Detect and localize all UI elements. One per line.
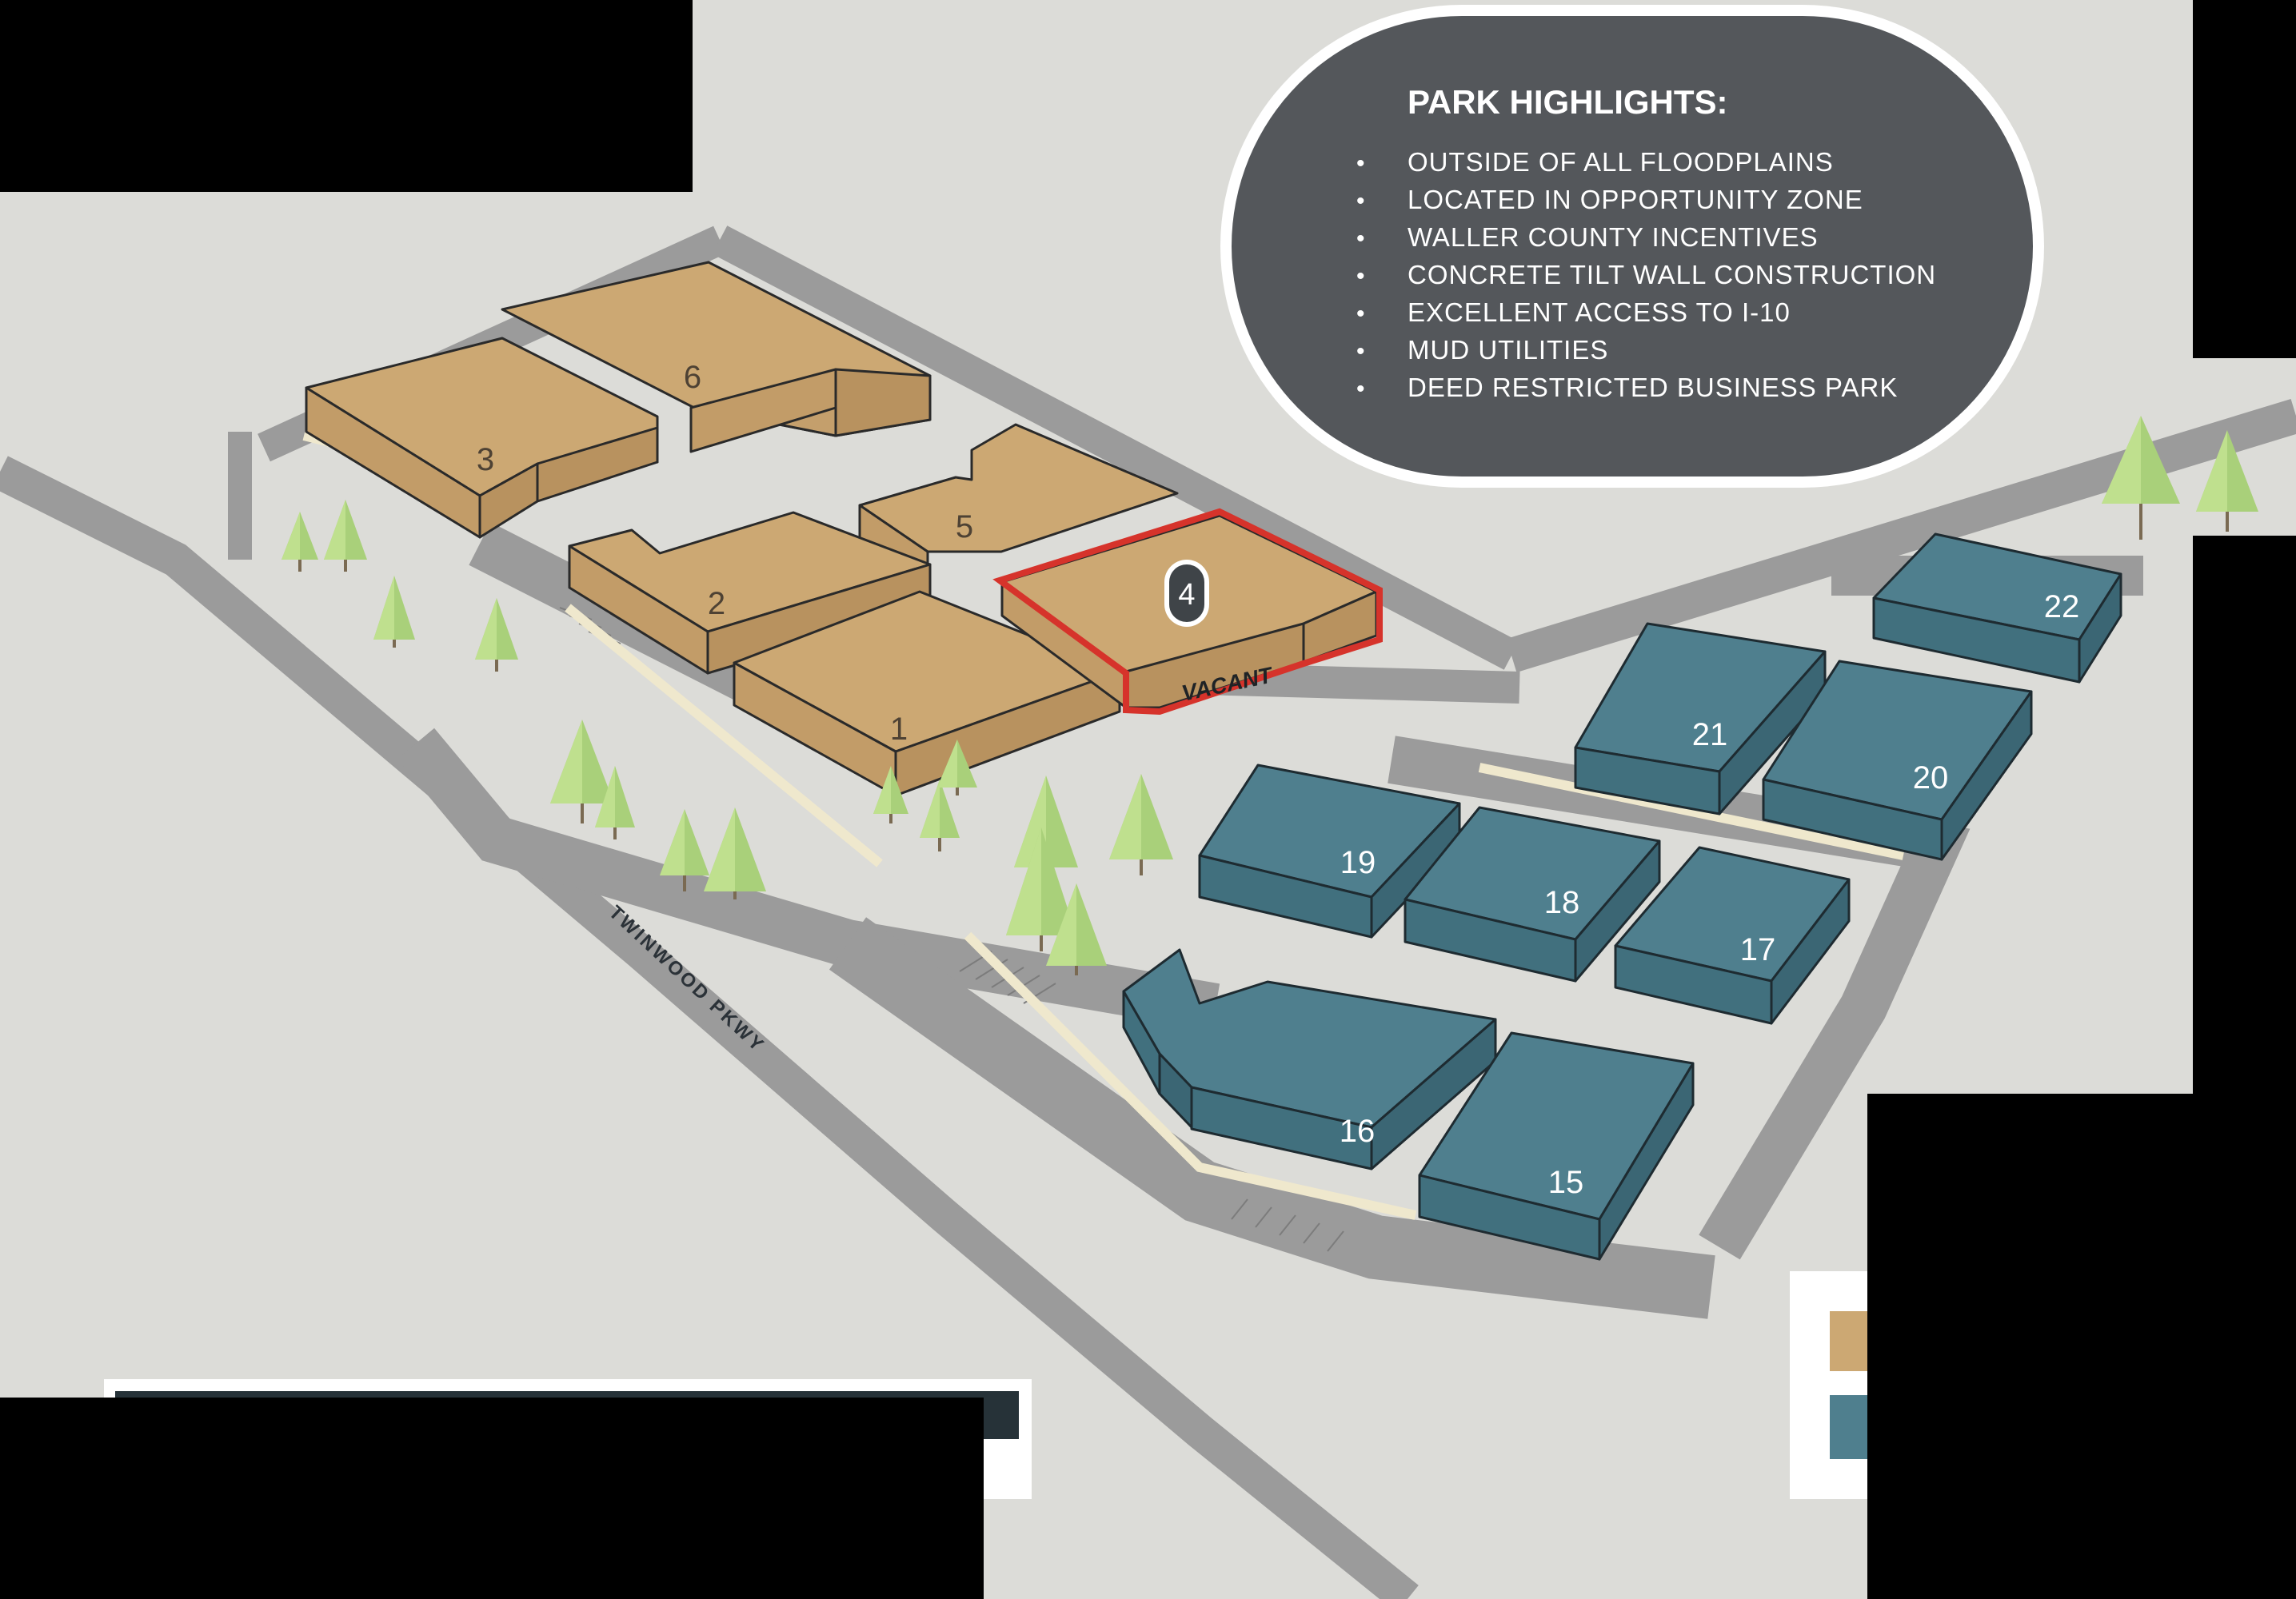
building-15-label: 15 xyxy=(1548,1165,1584,1200)
building-22-label: 22 xyxy=(2044,589,2080,624)
highlight-item: LOCATED IN OPPORTUNITY ZONE xyxy=(1408,185,1863,214)
highlight-item: CONCRETE TILT WALL CONSTRUCTION xyxy=(1408,260,1936,289)
tree xyxy=(2196,430,2258,532)
bullet-icon: • xyxy=(1356,338,1365,365)
highlight-item: WALLER COUNTY INCENTIVES xyxy=(1408,222,1819,252)
building-2-label: 2 xyxy=(708,586,725,621)
building-21-label: 21 xyxy=(1692,717,1728,752)
building-20-label: 20 xyxy=(1913,760,1949,796)
highlight-item: OUTSIDE OF ALL FLOODPLAINS xyxy=(1408,147,1834,177)
tree xyxy=(595,766,635,839)
highlight-item: DEED RESTRICTED BUSINESS PARK xyxy=(1408,373,1898,402)
tree xyxy=(550,720,614,823)
tree xyxy=(937,740,977,796)
tree xyxy=(660,809,709,891)
tree xyxy=(324,500,367,572)
bullet-icon: • xyxy=(1356,150,1365,177)
building-4-highlight-outline xyxy=(992,508,1383,716)
highlight-item: EXCELLENT ACCESS TO I-10 xyxy=(1408,297,1791,327)
building-5-label: 5 xyxy=(956,509,973,544)
tree xyxy=(282,512,318,572)
highlights-list: • OUTSIDE OF ALL FLOODPLAINS • LOCATED I… xyxy=(1356,147,1936,402)
building-19 xyxy=(1198,764,1461,939)
building-3 xyxy=(305,337,659,539)
tree xyxy=(920,780,960,851)
tree xyxy=(873,766,908,823)
building-1-label: 1 xyxy=(890,712,908,747)
building-6 xyxy=(501,261,932,453)
building-20 xyxy=(1762,660,2033,861)
trees xyxy=(282,416,2258,975)
building-22 xyxy=(1872,532,2122,684)
building-17-label: 17 xyxy=(1740,932,1776,967)
tree xyxy=(475,598,518,672)
tree xyxy=(373,576,415,648)
building-4-badge: 4 xyxy=(1164,560,1209,627)
building-3-label: 3 xyxy=(477,442,494,477)
building-16-label: 16 xyxy=(1340,1114,1376,1149)
building-21 xyxy=(1574,622,1827,815)
building-labels: 6 3 5 2 1 22 21 20 19 18 17 16 15 xyxy=(477,360,2079,1200)
panel-body xyxy=(1232,16,2033,477)
building-18 xyxy=(1404,806,1661,983)
building-19-label: 19 xyxy=(1340,845,1376,880)
building-16 xyxy=(1122,948,1497,1170)
tree xyxy=(704,807,766,899)
tan-buildings xyxy=(305,261,1378,797)
bullet-icon: • xyxy=(1356,301,1365,327)
building-17 xyxy=(1614,846,1851,1025)
blue-buildings xyxy=(1122,532,2122,1261)
bullet-icon: • xyxy=(1356,188,1365,214)
park-highlights-panel: PARK HIGHLIGHTS: • OUTSIDE OF ALL FLOODP… xyxy=(1220,5,2044,488)
bullet-icon: • xyxy=(1356,263,1365,289)
bullet-icon: • xyxy=(1356,376,1365,402)
highlight-item: MUD UTILITIES xyxy=(1408,335,1608,365)
tree xyxy=(1006,827,1076,951)
tree xyxy=(1046,883,1107,975)
highlights-title: PARK HIGHLIGHTS: xyxy=(1408,83,1728,121)
building-4-label: 4 xyxy=(1178,578,1195,612)
bullet-icon: • xyxy=(1356,225,1365,252)
building-6-label: 6 xyxy=(684,360,701,395)
building-15 xyxy=(1418,1031,1695,1261)
tree xyxy=(2102,416,2180,540)
tree xyxy=(1109,774,1173,875)
building-18-label: 18 xyxy=(1544,885,1580,920)
